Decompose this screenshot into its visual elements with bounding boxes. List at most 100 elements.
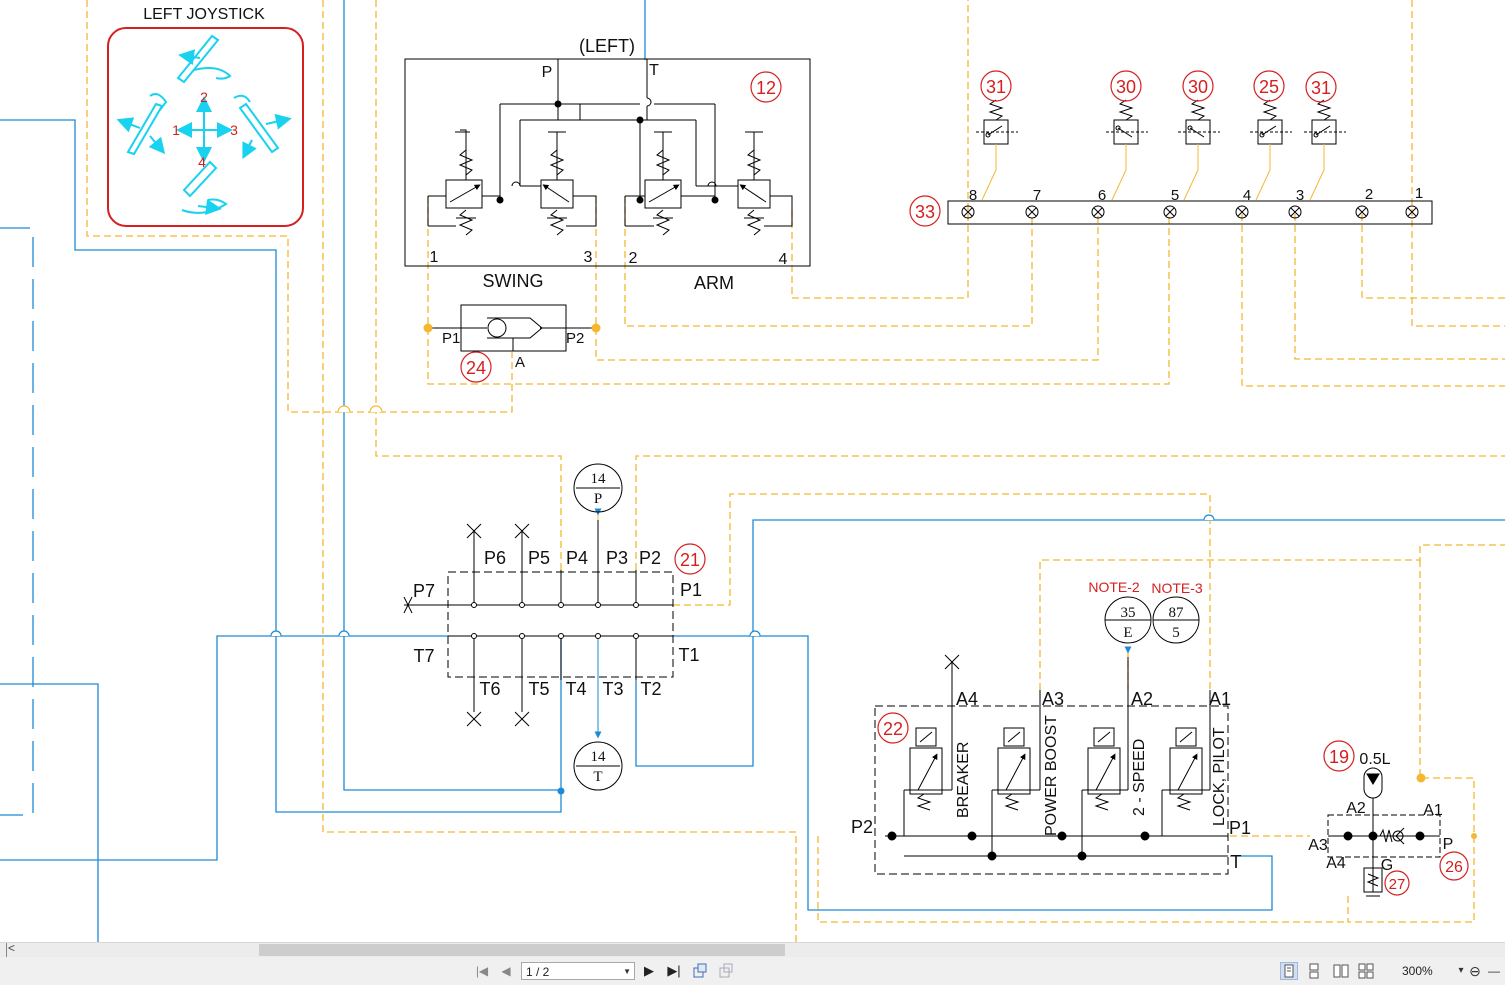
last-page-button[interactable]: ▶| bbox=[667, 963, 681, 978]
svg-text:4: 4 bbox=[1243, 187, 1251, 204]
svg-text:24: 24 bbox=[466, 358, 486, 378]
svg-text:(LEFT): (LEFT) bbox=[579, 36, 635, 56]
svg-text:T1: T1 bbox=[678, 645, 699, 665]
zoom-level[interactable]: 300% bbox=[1402, 964, 1433, 978]
svg-text:1: 1 bbox=[430, 249, 439, 266]
hydraulic-lines bbox=[0, 0, 1505, 942]
svg-text:P: P bbox=[594, 491, 602, 507]
svg-text:P1: P1 bbox=[442, 330, 460, 347]
svg-text:T2: T2 bbox=[640, 679, 661, 699]
svg-text:33: 33 bbox=[915, 202, 935, 222]
svg-text:A4: A4 bbox=[956, 689, 978, 709]
svg-text:A3: A3 bbox=[1042, 689, 1064, 709]
terminal-block-33 bbox=[947, 200, 1433, 225]
solenoid-bank-22-labels: A4 A3 A2 A1 P2 P1 T BREAKER POWER BOOST … bbox=[851, 579, 1251, 872]
scroll-left-arrow-icon[interactable]: < bbox=[8, 941, 16, 955]
svg-text:P: P bbox=[1443, 836, 1454, 853]
function-breaker: BREAKER bbox=[955, 742, 972, 818]
svg-text:P5: P5 bbox=[528, 548, 550, 568]
copy-view-icon[interactable] bbox=[718, 963, 734, 979]
joystick-dir-2: 2 bbox=[200, 89, 208, 105]
continuous-view-icon[interactable] bbox=[1306, 963, 1322, 979]
svg-text:0.5L: 0.5L bbox=[1359, 751, 1390, 768]
accumulator-block bbox=[1327, 767, 1441, 897]
hydraulic-schematic: LEFT JOYSTICK 1 2 3 bbox=[0, 0, 1505, 942]
pressure-switches bbox=[947, 99, 1433, 225]
svg-text:P2: P2 bbox=[851, 817, 873, 837]
svg-text:4: 4 bbox=[779, 251, 788, 268]
prev-page-button[interactable]: ◀ bbox=[501, 964, 511, 978]
svg-text:14: 14 bbox=[591, 749, 607, 765]
svg-text:A4: A4 bbox=[1326, 855, 1346, 872]
chevron-down-icon: ▼ bbox=[623, 967, 631, 976]
svg-text:P3: P3 bbox=[606, 548, 628, 568]
svg-text:P2: P2 bbox=[639, 548, 661, 568]
zoom-slider[interactable]: — bbox=[1488, 964, 1500, 978]
svg-text:22: 22 bbox=[883, 719, 903, 739]
note-2: NOTE-2 bbox=[1088, 579, 1140, 595]
svg-text:A2: A2 bbox=[1346, 800, 1366, 817]
svg-text:26: 26 bbox=[1445, 859, 1463, 876]
svg-text:G: G bbox=[1381, 857, 1393, 874]
svg-text:P6: P6 bbox=[484, 548, 506, 568]
svg-text:6: 6 bbox=[1098, 187, 1106, 204]
function-lock-pilot: LOCK, PILOT bbox=[1211, 727, 1228, 826]
joystick-dir-3: 3 bbox=[230, 122, 238, 138]
svg-text:5: 5 bbox=[1172, 625, 1180, 641]
note-3: NOTE-3 bbox=[1151, 580, 1203, 596]
horizontal-scrollbar[interactable]: < bbox=[0, 941, 1505, 957]
svg-text:3: 3 bbox=[1296, 187, 1304, 204]
svg-text:T3: T3 bbox=[602, 679, 623, 699]
zoom-out-icon[interactable]: ⊖ bbox=[1469, 963, 1481, 979]
joystick-frame bbox=[107, 27, 304, 227]
first-page-button[interactable]: |◀ bbox=[475, 964, 489, 978]
pilot-lines bbox=[86, 0, 1505, 942]
svg-text:7: 7 bbox=[1033, 187, 1041, 204]
facing-view-icon[interactable] bbox=[1333, 963, 1349, 979]
swing-label: SWING bbox=[483, 271, 544, 291]
single-page-view-icon[interactable] bbox=[1280, 962, 1298, 980]
next-page-button[interactable]: ▶ bbox=[644, 963, 654, 978]
zoom-menu-icon[interactable]: ▾ bbox=[1458, 965, 1464, 976]
svg-text:T: T bbox=[1231, 852, 1242, 872]
svg-text:30: 30 bbox=[1188, 77, 1208, 97]
continuous-facing-view-icon[interactable] bbox=[1358, 963, 1374, 979]
svg-text:30: 30 bbox=[1116, 77, 1136, 97]
svg-text:T7: T7 bbox=[413, 646, 434, 666]
svg-text:14: 14 bbox=[591, 471, 607, 487]
svg-text:T: T bbox=[649, 62, 659, 79]
svg-text:A3: A3 bbox=[1308, 837, 1328, 854]
function-2-speed: 2 - SPEED bbox=[1131, 739, 1148, 816]
joystick-title: LEFT JOYSTICK bbox=[143, 6, 265, 23]
svg-text:T6: T6 bbox=[479, 679, 500, 699]
svg-text:A1: A1 bbox=[1423, 802, 1443, 819]
page-number-field[interactable]: 1 / 2 ▼ bbox=[521, 962, 635, 980]
page-indicator: 1 / 2 bbox=[526, 965, 550, 979]
arm-label: ARM bbox=[694, 273, 734, 293]
gauge-labels: 14 P 14 T bbox=[591, 471, 607, 785]
terminal-numbers: 8 7 6 5 4 3 2 1 bbox=[969, 185, 1423, 204]
left-joystick: LEFT JOYSTICK 1 2 3 bbox=[107, 6, 304, 227]
svg-text:31: 31 bbox=[1311, 78, 1331, 98]
joystick-dir-1: 1 bbox=[172, 122, 180, 138]
scrollbar-corner bbox=[0, 943, 7, 957]
svg-text:31: 31 bbox=[986, 77, 1006, 97]
svg-text:3: 3 bbox=[584, 249, 593, 266]
solenoid-bank-22 bbox=[874, 596, 1229, 875]
svg-text:25: 25 bbox=[1259, 77, 1279, 97]
svg-text:E: E bbox=[1123, 625, 1132, 641]
svg-text:2: 2 bbox=[1365, 186, 1373, 203]
rotate-view-icon[interactable] bbox=[692, 963, 708, 979]
svg-text:P: P bbox=[542, 64, 553, 81]
svg-text:P1: P1 bbox=[680, 580, 702, 600]
manifold-21 bbox=[403, 463, 674, 791]
viewer-toolbar: < |◀ ◀ 1 / 2 ▼ ▶ ▶| 300% ▾ ⊖ — bbox=[0, 941, 1505, 985]
shuttle-valve-24: P1 P2 A bbox=[423, 304, 601, 371]
callouts bbox=[460, 70, 1469, 896]
svg-text:87: 87 bbox=[1169, 605, 1185, 621]
svg-text:35: 35 bbox=[1121, 605, 1136, 621]
scrollbar-thumb[interactable] bbox=[259, 944, 785, 956]
svg-text:T4: T4 bbox=[565, 679, 586, 699]
pilot-valve-12 bbox=[404, 58, 811, 267]
svg-text:27: 27 bbox=[1389, 876, 1406, 893]
